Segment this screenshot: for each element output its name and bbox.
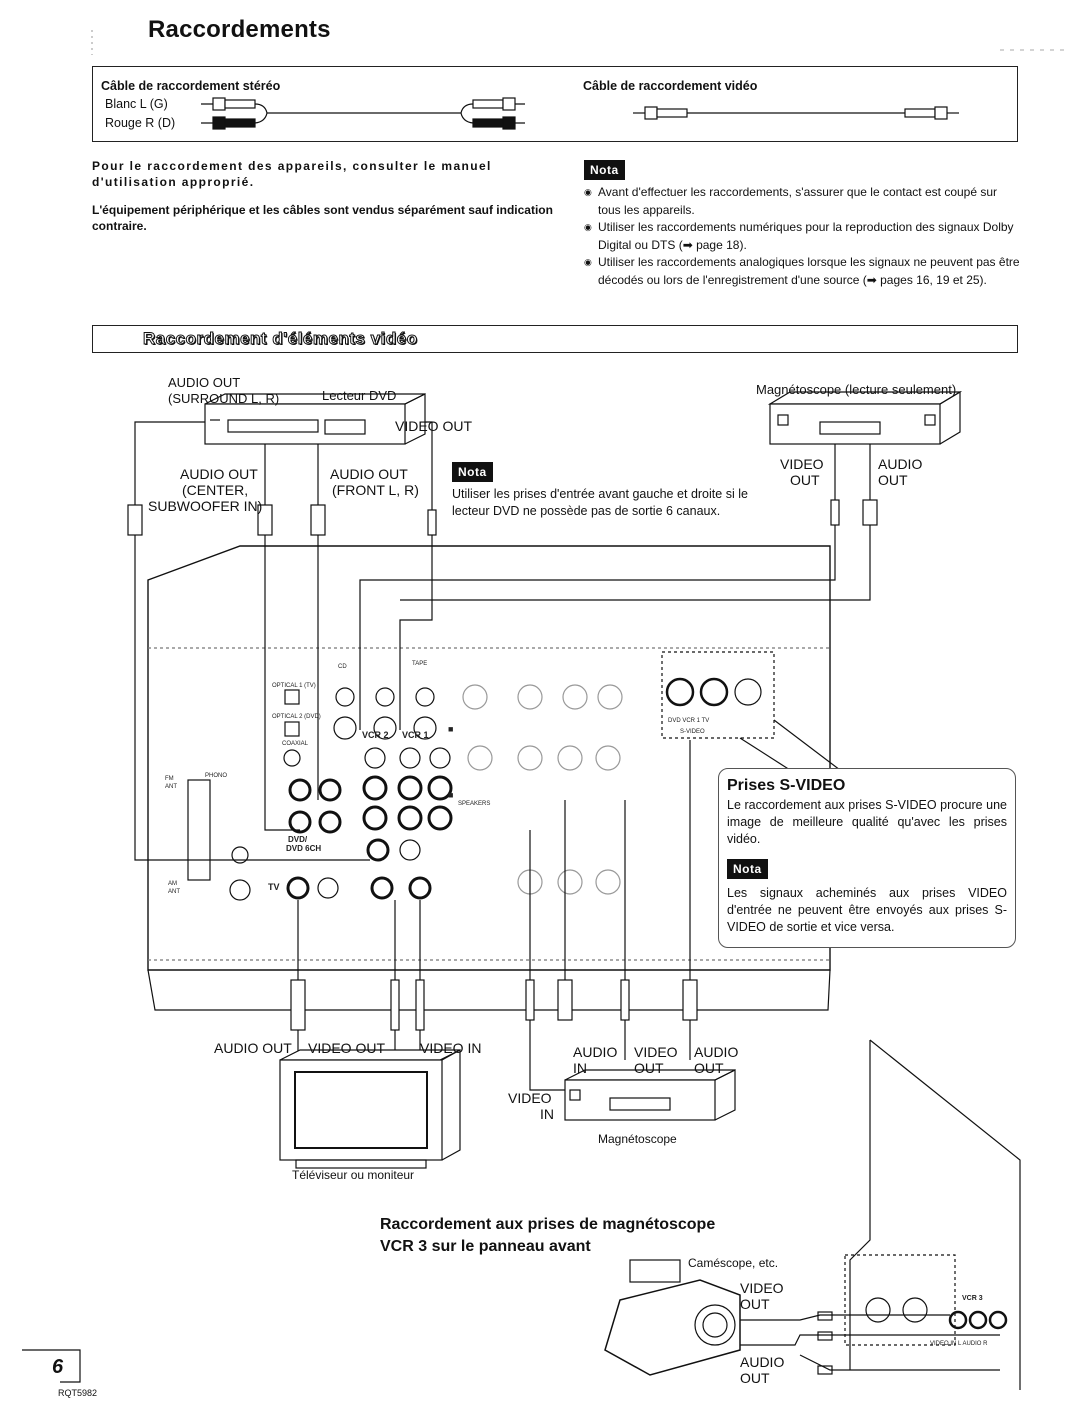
stereo-cable-red: Rouge R (D) — [105, 116, 176, 130]
svg-text:■: ■ — [448, 790, 453, 800]
vcr-cables — [529, 740, 691, 1091]
intro-paragraph-1: Pour le raccordement des appareils, cons… — [92, 159, 492, 189]
nota-badge: Nota — [584, 160, 625, 180]
svg-text:VIDEO IN L AUDIO R: VIDEO IN L AUDIO R — [930, 1341, 988, 1347]
nota-dvd-text: Utiliser les prises d'entrée avant gauch… — [452, 487, 748, 518]
label-audio-out-center-sub: (CENTER, — [182, 482, 249, 498]
svg-text:OPTICAL 2 (DVD): OPTICAL 2 (DVD) — [272, 714, 321, 720]
rca-plugs — [127, 499, 878, 1031]
notes-list: Avant d'effectuer les raccordements, s'a… — [584, 184, 1020, 289]
vcr3-heading-sub: VCR 3 sur le panneau avant — [380, 1238, 591, 1255]
svg-text:ANT: ANT — [168, 889, 180, 895]
svg-text:DVD/: DVD/ — [288, 835, 308, 844]
label-audio-out-surround: AUDIO OUT — [168, 375, 241, 390]
svg-text:TV: TV — [268, 882, 280, 892]
svg-text:CD: CD — [338, 664, 347, 670]
label-dvd-player: Lecteur DVD — [322, 388, 397, 403]
stereo-cable-white: Blanc L (G) — [105, 97, 168, 111]
svg-text:PHONO: PHONO — [205, 773, 227, 779]
dvd-cables — [134, 421, 433, 861]
label-cam-video-out: VIDEO — [740, 1280, 784, 1296]
receiver-front-panel — [844, 1039, 1021, 1390]
svideo-info-box: Prises S-VIDEO Le raccordement aux prise… — [718, 768, 1016, 948]
receiver-jacks — [187, 651, 775, 901]
vcr-playback-illustration — [767, 390, 963, 445]
tv-cables — [297, 900, 421, 1060]
svg-text:DVD VCR 1 TV: DVD VCR 1 TV — [668, 718, 709, 724]
cable-legend-box: Câble de raccordement stéréo Blanc L (G)… — [92, 66, 1018, 142]
label-tv: Téléviseur ou moniteur — [292, 1168, 415, 1182]
label-cam-video-out-sub: OUT — [740, 1296, 770, 1312]
svg-text:■: ■ — [448, 724, 453, 734]
svg-text:AM: AM — [168, 881, 177, 887]
label-vcr2: Magnétoscope — [598, 1132, 677, 1146]
label-tv-video-in: VIDEO IN — [420, 1040, 482, 1056]
label-camcorder: Caméscope, etc. — [688, 1256, 779, 1270]
label-vcr2-audio-in: AUDIO — [573, 1044, 618, 1060]
label-cam-audio-out: AUDIO — [740, 1354, 785, 1370]
svg-text:FM: FM — [165, 776, 174, 782]
vcr-illustration — [564, 1069, 736, 1121]
connection-diagram: CD TAPE OPTICAL 1 (TV) OPTICAL 2 (DVD) COA… — [127, 390, 1021, 1390]
label-tv-video-out: VIDEO OUT — [308, 1040, 386, 1056]
label-vcr2-audio-out: AUDIO — [694, 1044, 739, 1060]
label-vcr2-audio-out-sub: OUT — [694, 1060, 724, 1076]
note-item: Avant d'effectuer les raccordements, s'a… — [584, 184, 1020, 219]
label-vcr2-audio-in-sub: IN — [573, 1060, 587, 1076]
tv-illustration — [279, 1048, 461, 1169]
header-dots — [91, 30, 1070, 55]
vcr3-heading: Raccordement aux prises de magnétoscope — [380, 1216, 716, 1233]
section-title-bar: Raccordement d'éléments vidéo — [92, 325, 1018, 353]
label-vcr2-video-out-sub: OUT — [634, 1060, 664, 1076]
label-vcr-playback: Magnétoscope (lecture seulement) — [756, 382, 957, 397]
label-vcr2-video-out: VIDEO — [634, 1044, 678, 1060]
dvd-player-illustration — [204, 393, 426, 445]
receiver-rear-panel — [147, 545, 831, 1011]
svg-text:S-VIDEO: S-VIDEO — [680, 729, 705, 735]
label-dvd-video-out: VIDEO OUT — [395, 418, 473, 434]
page-number: 6 — [52, 1356, 64, 1378]
label-audio-out-front: AUDIO OUT — [330, 466, 408, 482]
label-vcr2-video-in: VIDEO — [508, 1090, 552, 1106]
svg-text:TAPE: TAPE — [412, 661, 427, 667]
note-item: Utiliser les raccordements numériques po… — [584, 219, 1020, 254]
label-audio-out-front-sub: (FRONT L, R) — [332, 482, 419, 498]
svideo-text: Le raccordement aux prises S-VIDEO procu… — [727, 798, 1007, 846]
svg-text:VCR 3: VCR 3 — [962, 1295, 983, 1302]
svideo-nota-text: Les signaux acheminés aux prises VIDEO d… — [727, 886, 1007, 934]
svg-text:COAXIAL: COAXIAL — [282, 741, 309, 747]
label-vcr-video-out: OUT — [790, 472, 820, 488]
label-vcr-audio: AUDIO — [878, 456, 923, 472]
label-audio-out-surround-sub: (SURROUND L, R) — [168, 391, 280, 406]
svg-text:VCR 2: VCR 2 — [362, 730, 389, 740]
note-item: Utiliser les raccordements analogiques l… — [584, 254, 1020, 289]
section-title: Raccordement d'éléments vidéo — [143, 329, 418, 349]
label-vcr2-video-in-sub: IN — [540, 1106, 554, 1122]
nota-badge-svideo: Nota — [727, 859, 768, 879]
label-audio-out-center: AUDIO OUT — [180, 466, 258, 482]
svg-text:DVD 6CH: DVD 6CH — [286, 844, 321, 853]
label-audio-out-subwoofer: SUBWOOFER IN) — [148, 498, 263, 514]
page-number-box — [22, 1349, 81, 1383]
svg-text:VCR 1: VCR 1 — [402, 730, 429, 740]
camcorder-illustration — [604, 1259, 1000, 1376]
label-cam-audio-out-sub: OUT — [740, 1370, 770, 1386]
intro-paragraph-2: L'équipement périphérique et les câbles … — [92, 203, 553, 233]
svg-text:SPEAKERS: SPEAKERS — [458, 801, 490, 807]
label-vcr-video: VIDEO — [780, 456, 824, 472]
page-code: RQT5982 — [58, 1388, 98, 1398]
svideo-title: Prises S-VIDEO — [727, 777, 846, 794]
page-title: Raccordements — [148, 16, 331, 43]
cable-illustrations — [201, 97, 959, 130]
label-tv-audio-out: AUDIO OUT — [214, 1040, 292, 1056]
intro-text: Pour le raccordement des appareils, cons… — [92, 158, 558, 246]
label-vcr-audio-out: OUT — [878, 472, 908, 488]
video-cable-heading: Câble de raccordement vidéo — [583, 79, 758, 93]
svg-text:OPTICAL 1 (TV): OPTICAL 1 (TV) — [272, 683, 316, 689]
stereo-cable-heading: Câble de raccordement stéréo — [101, 79, 281, 93]
svg-text:ANT: ANT — [165, 784, 177, 790]
nota-badge-dvd: Nota — [452, 462, 493, 482]
vcr-playback-cables — [359, 444, 871, 730]
